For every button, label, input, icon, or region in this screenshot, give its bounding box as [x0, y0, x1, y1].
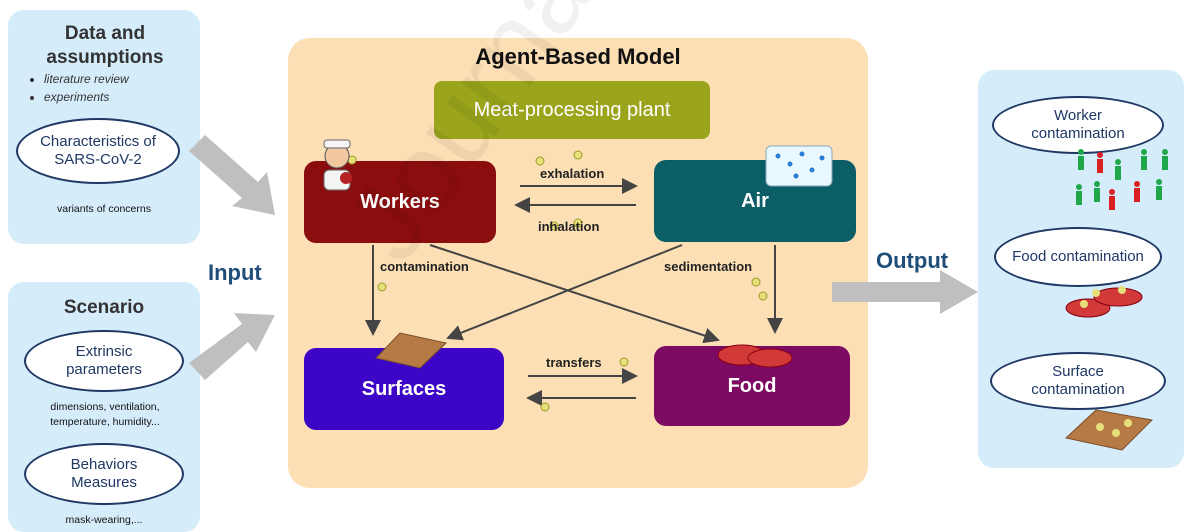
output-arrow: [832, 270, 978, 314]
transfers-label: transfers: [546, 355, 602, 370]
inhalation-label: inhalation: [538, 219, 600, 234]
output-icons: [1064, 149, 1168, 451]
virus-particle: [758, 291, 768, 301]
virus-particle: [535, 156, 545, 166]
air-label: Air: [741, 189, 769, 212]
virus-particle: [573, 150, 583, 160]
ellipse-label: Extrinsic parameters: [66, 343, 142, 378]
extrinsic-parameters-ellipse: Extrinsic parameters: [24, 330, 184, 392]
contamination-label: contamination: [380, 259, 469, 274]
exhalation-label: exhalation: [540, 166, 605, 181]
sars-characteristics-ellipse: Characteristics of SARS-CoV-2: [16, 118, 180, 184]
ellipse-label: Worker contamination: [1031, 107, 1125, 142]
worker-icon: [323, 139, 352, 191]
surfaces-label: Surfaces: [361, 377, 447, 400]
surface-contamination-ellipse: Surface contamination: [990, 352, 1166, 410]
worker-contamination-ellipse: Worker contamination: [992, 96, 1164, 154]
virus-particle: [619, 357, 629, 367]
workers-to-food-arrow: [429, 244, 720, 344]
virus-particle: [377, 282, 387, 292]
input-arrows: [189, 135, 275, 380]
ellipse-label: Characteristics of SARS-CoV-2: [40, 133, 156, 168]
air-to-surfaces-arrow: [446, 244, 683, 341]
input-label: Input: [208, 260, 262, 285]
bullet-item: literature review: [44, 70, 129, 88]
scenario-note-2: mask-wearing,...: [65, 514, 143, 526]
bullet-item: experiments: [44, 88, 129, 106]
output-label: Output: [876, 248, 949, 273]
air-droplets-icon: [765, 145, 833, 187]
people-icons: [1076, 149, 1168, 210]
contaminated-board-icon: [1064, 409, 1154, 451]
behaviors-measures-ellipse: Behaviors Measures: [24, 443, 184, 505]
ellipse-label: Food contamination: [1012, 248, 1144, 265]
food-label: Food: [727, 374, 777, 397]
input-bullets: literature review experiments: [22, 70, 129, 106]
virus-particle: [549, 221, 559, 231]
lower-input-arrow: [189, 313, 275, 380]
model-title: Agent-Based Model: [475, 44, 681, 69]
board-icon: [375, 332, 448, 369]
virus-particle: [540, 402, 550, 412]
plant-label: Meat-processing plant: [473, 98, 671, 121]
food-contamination-ellipse: Food contamination: [994, 227, 1162, 287]
scenario-panel-title: Scenario: [63, 297, 145, 318]
upper-input-arrow: [189, 135, 275, 215]
meat-icon: [717, 344, 793, 368]
meat-processing-plant: Meat-processing plant: [434, 81, 710, 139]
contaminated-meat-icon: [1065, 286, 1143, 318]
ellipse-label: Behaviors Measures: [70, 456, 138, 491]
input-note: variants of concerns: [57, 203, 151, 215]
workers-label: Workers: [360, 190, 440, 213]
ellipse-label: Surface contamination: [1031, 363, 1125, 398]
virus-particle: [751, 277, 761, 287]
input-panel-title: Data and assumptions: [46, 23, 164, 68]
sedimentation-label: sedimentation: [664, 259, 753, 274]
scenario-note-1: dimensions, ventilation, temperature, hu…: [50, 401, 160, 428]
virus-particle: [573, 218, 583, 228]
virus-particles: [347, 150, 768, 412]
